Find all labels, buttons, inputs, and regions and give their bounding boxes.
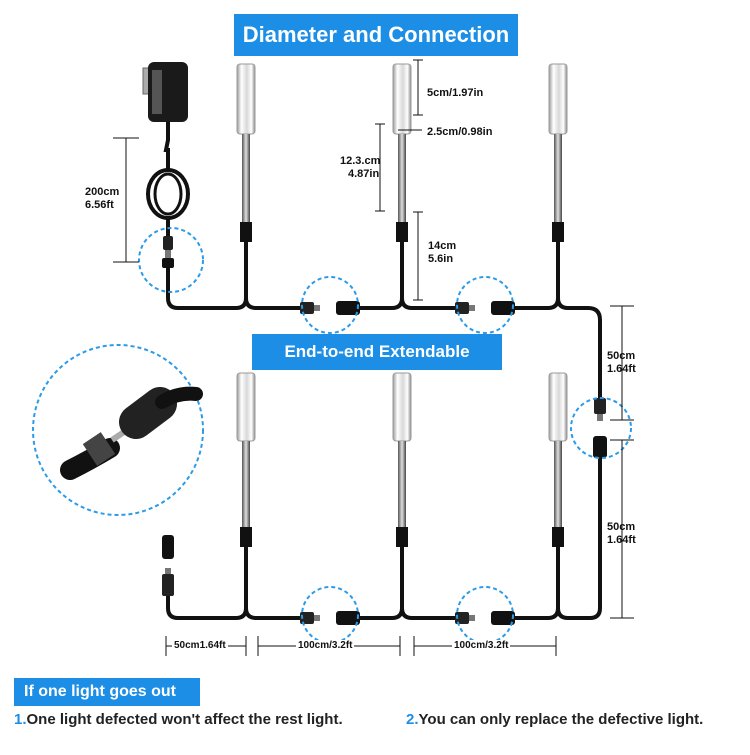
- stake-length-in-label: 4.87in: [348, 168, 380, 180]
- connector-bottom-1: [300, 611, 360, 625]
- lamp-bottom-1: [236, 372, 256, 547]
- note-one-text: One light defected won't affect the rest…: [26, 711, 343, 728]
- highlight-circle-side: [570, 397, 632, 459]
- stake-length-cm-label: 12.3.cm: [340, 155, 381, 167]
- cable-length-cm-label: 14cm: [428, 240, 457, 252]
- adapter-cable-cm-label: 200cm: [85, 186, 120, 198]
- side-upper-cm-label: 50cm: [607, 350, 636, 362]
- bottom-cable-run: [166, 458, 602, 620]
- connector-top-1: [300, 301, 360, 315]
- connector-end-cap: [162, 535, 174, 596]
- note-two-text: You can only replace the defective light…: [418, 711, 704, 728]
- connector-side: [593, 398, 607, 458]
- highlight-circle-top-1: [301, 276, 359, 334]
- adapter-plug-connector: [162, 236, 174, 268]
- cable-length-in-label: 5.6in: [428, 253, 454, 265]
- side-upper-ft-label: 1.64ft: [607, 363, 636, 375]
- note-one: 1.One light defected won't affect the re…: [14, 711, 343, 728]
- diameter-connection-banner: Diameter and Connection: [234, 14, 518, 56]
- side-lower-cm-label: 50cm: [607, 521, 636, 533]
- power-adapter: [142, 62, 190, 236]
- adapter-cable-ft-label: 6.56ft: [85, 199, 114, 211]
- lamp-bottom-3: [548, 372, 568, 547]
- lamp-top-1: [236, 63, 256, 242]
- highlight-circle-adapter: [138, 227, 204, 293]
- highlight-circle-top-2: [456, 276, 514, 334]
- lead-length-label: 50cm1.64ft: [172, 640, 228, 651]
- note-one-number: 1.: [14, 711, 27, 728]
- lamp-top-height-label: 5cm/1.97in: [427, 87, 484, 99]
- lamp-top-3: [548, 63, 568, 242]
- lamp-top-2: [392, 63, 412, 242]
- lamp-diameter-label: 2.5cm/0.98in: [427, 126, 493, 138]
- connector-bottom-2: [455, 611, 515, 625]
- connector-top-2: [455, 301, 515, 315]
- lamp-bottom-2: [392, 372, 412, 547]
- gap-length-label-2: 100cm/3.2ft: [452, 640, 511, 651]
- connector-zoom-detail: [32, 344, 204, 516]
- gap-length-label-1: 100cm/3.2ft: [296, 640, 355, 651]
- side-lower-ft-label: 1.64ft: [607, 534, 636, 546]
- end-to-end-banner: End-to-end Extendable: [252, 334, 502, 370]
- note-two-number: 2.: [406, 711, 419, 728]
- note-two: 2.You can only replace the defective lig…: [406, 711, 703, 728]
- light-goes-out-banner: If one light goes out: [14, 678, 200, 706]
- top-cable-run: [166, 235, 602, 398]
